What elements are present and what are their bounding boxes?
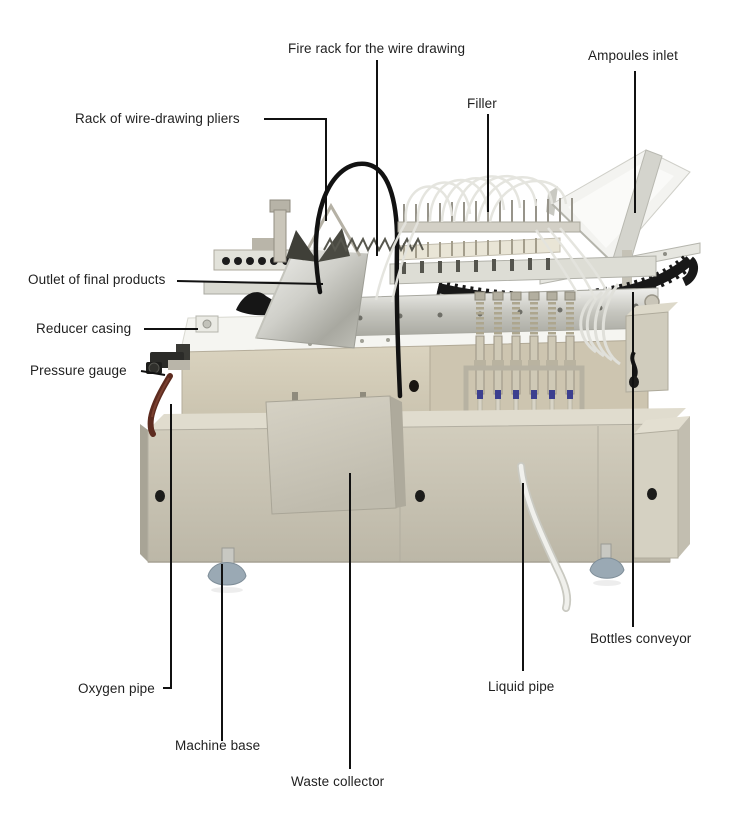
oxygen-pipe-part	[147, 373, 173, 437]
leader-lines	[140, 60, 636, 769]
reducer-casing-part	[195, 315, 219, 333]
wire-drawing-pliers-rack	[269, 199, 362, 263]
pressure-gauge-assembly	[146, 344, 190, 374]
label-bottles-conveyor: Bottles conveyor	[590, 631, 692, 646]
tube-coils	[579, 283, 621, 366]
right-foot	[589, 557, 625, 579]
conveyor-end-wrap	[681, 256, 699, 287]
label-waste-collector: Waste collector	[291, 774, 385, 789]
leader-outlet	[176, 280, 324, 285]
label-pressure-gauge: Pressure gauge	[30, 363, 127, 378]
label-pliers-rack: Rack of wire-drawing pliers	[75, 111, 240, 126]
machine-cabinet	[140, 408, 690, 563]
label-fire-rack: Fire rack for the wire drawing	[288, 41, 466, 56]
serrated-teeth	[323, 236, 424, 253]
filler-tubes	[374, 174, 608, 303]
label-machine-base: Machine base	[175, 738, 261, 753]
left-foot	[207, 562, 247, 586]
leader-pliers-rack	[264, 118, 327, 221]
label-ampoules-inlet: Ampoules inlet	[588, 48, 678, 63]
leader-pressure-gauge	[140, 370, 166, 376]
label-reducer-casing: Reducer casing	[36, 321, 132, 336]
label-outlet: Outlet of final products	[28, 272, 166, 287]
gas-hose	[313, 161, 403, 399]
label-filler: Filler	[467, 96, 497, 111]
label-liquid-pipe: Liquid pipe	[488, 679, 555, 694]
liquid-pipe-part	[517, 462, 572, 612]
label-oxygen-pipe: Oxygen pipe	[78, 681, 155, 696]
waste-collector-panel	[265, 392, 406, 515]
machine-feet	[207, 543, 625, 593]
leader-oxygen-pipe	[163, 404, 172, 689]
